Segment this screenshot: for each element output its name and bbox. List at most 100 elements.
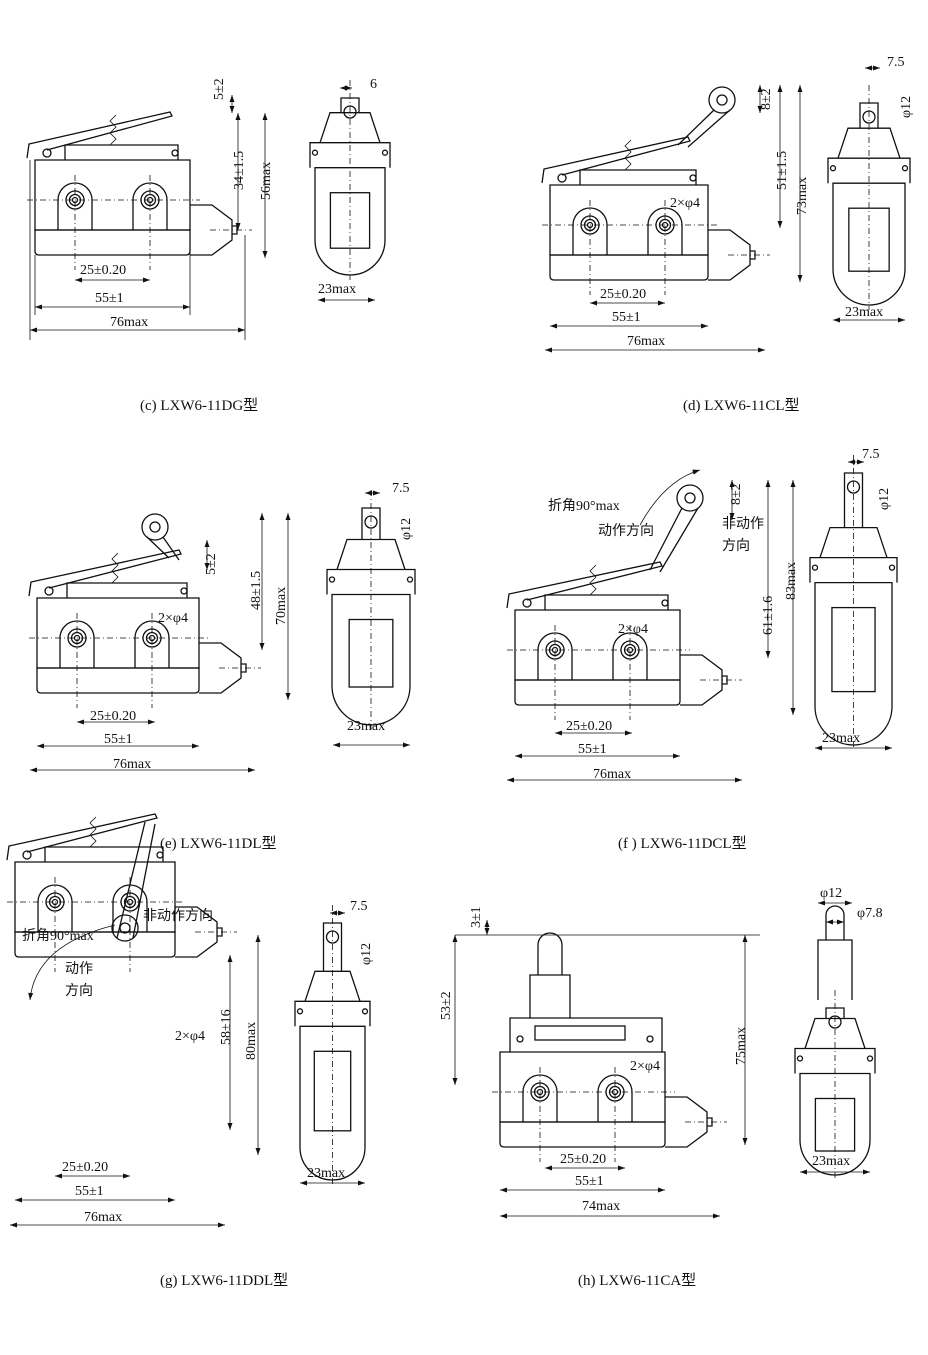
dim-arrow bbox=[658, 1187, 665, 1193]
dim-arrow bbox=[757, 85, 763, 92]
dim-arrow bbox=[248, 767, 255, 773]
dim-label: 7.5 bbox=[862, 447, 880, 462]
dim-arrow bbox=[742, 1138, 748, 1145]
dim-arrow bbox=[330, 910, 337, 916]
dim-arrow bbox=[285, 693, 291, 700]
dim-arrow bbox=[765, 480, 771, 487]
dim-label: 25±0.20 bbox=[600, 287, 646, 302]
dim-label: 2×φ4 bbox=[630, 1059, 660, 1074]
side-body bbox=[832, 182, 906, 306]
top-cover bbox=[544, 594, 669, 610]
dim-label: 25±0.20 bbox=[566, 719, 612, 734]
side-housing bbox=[304, 970, 361, 1002]
dim-arrow bbox=[758, 347, 765, 353]
dim-label: 25±0.20 bbox=[62, 1160, 108, 1175]
caption: (d) LXW6-11CL型 bbox=[683, 397, 800, 414]
dim-arrow bbox=[797, 85, 803, 92]
dim-label: 76max bbox=[593, 767, 631, 782]
dim-label: 58±16 bbox=[219, 1009, 234, 1045]
dim-label: φ12 bbox=[899, 96, 914, 118]
dim-arrow bbox=[848, 459, 855, 465]
dim-arrow bbox=[365, 490, 372, 496]
annotation: 动作方向 bbox=[598, 523, 654, 539]
side-roller bbox=[325, 930, 340, 944]
dim-arrow bbox=[898, 317, 905, 323]
dim-label: 7.5 bbox=[350, 899, 368, 914]
side-bracket bbox=[294, 1000, 371, 1027]
dim-label: 61±1.6 bbox=[761, 596, 776, 635]
dim-label: 76max bbox=[627, 334, 665, 349]
dim-label: 75max bbox=[734, 1027, 749, 1065]
label-plate bbox=[534, 1025, 626, 1041]
dim-arrow bbox=[143, 277, 150, 283]
roller-axle bbox=[716, 94, 728, 106]
dim-arrow bbox=[123, 1173, 130, 1179]
dim-label: 48±1.5 bbox=[249, 571, 264, 610]
dim-label: 56max bbox=[259, 162, 274, 200]
actuator-stem bbox=[859, 102, 879, 129]
dim-label: φ12 bbox=[820, 886, 842, 901]
dim-label: 5±2 bbox=[204, 553, 219, 575]
dim-label: 55±1 bbox=[612, 310, 641, 325]
angle-arc bbox=[29, 924, 116, 1001]
dim-label: 23max bbox=[845, 305, 883, 320]
pivot bbox=[22, 850, 32, 860]
pivot bbox=[522, 598, 532, 608]
lever bbox=[541, 136, 691, 184]
dim-label: 55±1 bbox=[578, 742, 607, 757]
side-housing bbox=[837, 127, 901, 159]
dim-arrow bbox=[259, 513, 265, 520]
screw bbox=[156, 851, 164, 859]
top-cover bbox=[44, 846, 164, 862]
dim-arrow bbox=[590, 300, 597, 306]
screw bbox=[516, 1035, 524, 1043]
dim-arrow bbox=[28, 992, 34, 1000]
screw bbox=[296, 1008, 304, 1015]
dim-label: 6 bbox=[370, 77, 377, 92]
dim-label: 2×φ4 bbox=[670, 196, 700, 211]
pivot bbox=[557, 173, 567, 183]
dim-arrow bbox=[507, 777, 514, 783]
spring bbox=[89, 816, 97, 848]
annotation: 折角90°max bbox=[548, 498, 620, 514]
top-plate bbox=[509, 1017, 663, 1052]
dim-arrow bbox=[403, 742, 410, 748]
switch-base bbox=[36, 667, 200, 694]
panel-g: 非动作方向 折角90°max 动作 方向 58±16 80max 2×φ4 25… bbox=[22, 899, 374, 1289]
switch-base bbox=[499, 1121, 666, 1148]
side-body bbox=[314, 167, 386, 276]
dim-label: 73max bbox=[795, 177, 810, 215]
dim-arrow bbox=[713, 1213, 720, 1219]
dim-arrow bbox=[885, 745, 892, 751]
top-plunger bbox=[537, 932, 563, 975]
dim-label: 70max bbox=[274, 587, 289, 625]
dim-label: 55±1 bbox=[75, 1184, 104, 1199]
screw bbox=[888, 564, 896, 571]
screw bbox=[171, 149, 179, 157]
caption: (f ) LXW6-11DCL型 bbox=[618, 835, 747, 852]
dim-arrow bbox=[218, 1222, 225, 1228]
dim-arrow bbox=[37, 743, 44, 749]
dim-label: 25±0.20 bbox=[560, 1152, 606, 1167]
dim-arrow bbox=[757, 106, 763, 113]
side-bracket bbox=[827, 157, 911, 184]
side-roller bbox=[364, 515, 378, 529]
side-body bbox=[799, 1072, 871, 1176]
dim-arrow bbox=[35, 304, 42, 310]
dim-label: 76max bbox=[110, 315, 148, 330]
side-body bbox=[331, 593, 411, 726]
screw bbox=[689, 174, 697, 182]
actuator-stem bbox=[361, 507, 381, 540]
spring bbox=[624, 139, 632, 171]
screw bbox=[796, 1055, 804, 1062]
side-housing bbox=[819, 526, 888, 558]
dim-label: 23max bbox=[347, 719, 385, 734]
side-window bbox=[329, 192, 371, 249]
annotation: 方向 bbox=[722, 538, 750, 554]
dim-arrow bbox=[742, 935, 748, 942]
dim-arrow bbox=[373, 490, 380, 496]
dim-label: 5±2 bbox=[212, 78, 227, 100]
mount-boss bbox=[537, 632, 573, 680]
top-cover bbox=[66, 582, 188, 598]
drawing-geometry bbox=[6, 65, 911, 1228]
